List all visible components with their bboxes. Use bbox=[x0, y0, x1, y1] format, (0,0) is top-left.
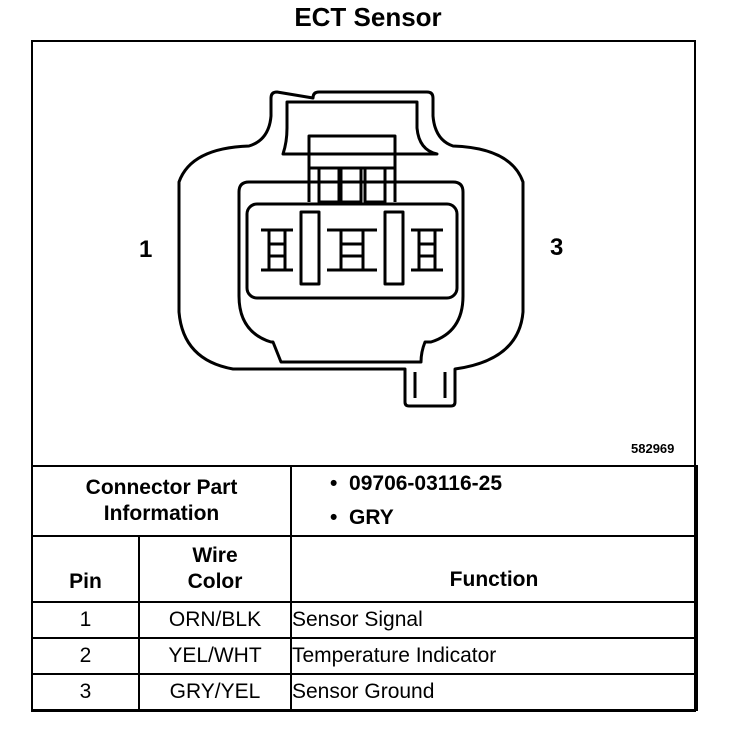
connector-inner-shell bbox=[237, 180, 465, 364]
connector-tab-outline bbox=[281, 100, 439, 156]
locking-key bbox=[307, 134, 397, 170]
drawing-number: 582969 bbox=[631, 441, 675, 456]
part-number: 09706-03116-25 bbox=[349, 472, 503, 495]
wire-color-header-line2: Color bbox=[187, 570, 243, 593]
wire-color-cell: ORN/BLK bbox=[138, 601, 292, 639]
connector-info-label-line1: Connector Part bbox=[85, 476, 238, 499]
table-row: 1 ORN/BLK Sensor Signal bbox=[31, 601, 698, 639]
pin-cell: 1 bbox=[31, 601, 140, 639]
connector-outer-shell bbox=[177, 90, 525, 408]
connector-info-label: Connector Part Information bbox=[31, 465, 292, 537]
pin-header: Pin bbox=[31, 535, 140, 603]
table-row: 2 YEL/WHT Temperature Indicator bbox=[31, 637, 698, 675]
header-row: Pin Wire Color Function bbox=[31, 535, 698, 603]
wire-color-cell: GRY/YEL bbox=[138, 673, 292, 711]
bullet-icon: • bbox=[330, 472, 350, 495]
function-header: Function bbox=[290, 535, 698, 603]
separator-right bbox=[383, 210, 405, 286]
connector-info-label-line2: Information bbox=[103, 502, 220, 525]
pin-1-marker: 1 bbox=[139, 236, 153, 263]
diagram-title: ECT Sensor bbox=[294, 2, 442, 32]
wire-color-header-line1: Wire bbox=[192, 544, 238, 567]
bullet-icon: • bbox=[330, 506, 350, 529]
wire-color-cell: YEL/WHT bbox=[138, 637, 292, 675]
connector-info-values: • 09706-03116-25 • GRY bbox=[290, 465, 698, 537]
terminal-pin-2 bbox=[327, 228, 377, 272]
separator-left bbox=[299, 210, 321, 286]
pin-cavity-frame bbox=[245, 202, 459, 300]
connector-color: GRY bbox=[349, 506, 394, 529]
connector-drawing bbox=[177, 90, 525, 408]
terminal-pin-1 bbox=[261, 228, 293, 272]
connector-diagram bbox=[33, 42, 694, 466]
terminal-pin-3 bbox=[411, 228, 443, 272]
table-row: 3 GRY/YEL Sensor Ground bbox=[31, 673, 698, 711]
diagram-frame bbox=[31, 40, 696, 712]
pin-cell: 2 bbox=[31, 637, 140, 675]
function-cell: Temperature Indicator bbox=[290, 637, 698, 675]
pin-3-marker: 3 bbox=[550, 234, 564, 261]
function-cell: Sensor Signal bbox=[290, 601, 698, 639]
wire-color-header: Wire Color bbox=[138, 535, 292, 603]
function-cell: Sensor Ground bbox=[290, 673, 698, 711]
pin-cell: 3 bbox=[31, 673, 140, 711]
connector-info-bullet: • GRY bbox=[292, 501, 696, 535]
connector-info-bullet: • 09706-03116-25 bbox=[292, 467, 696, 501]
connector-table: Connector Part Information • 09706-03116… bbox=[31, 465, 698, 711]
connector-info-row: Connector Part Information • 09706-03116… bbox=[31, 465, 698, 537]
